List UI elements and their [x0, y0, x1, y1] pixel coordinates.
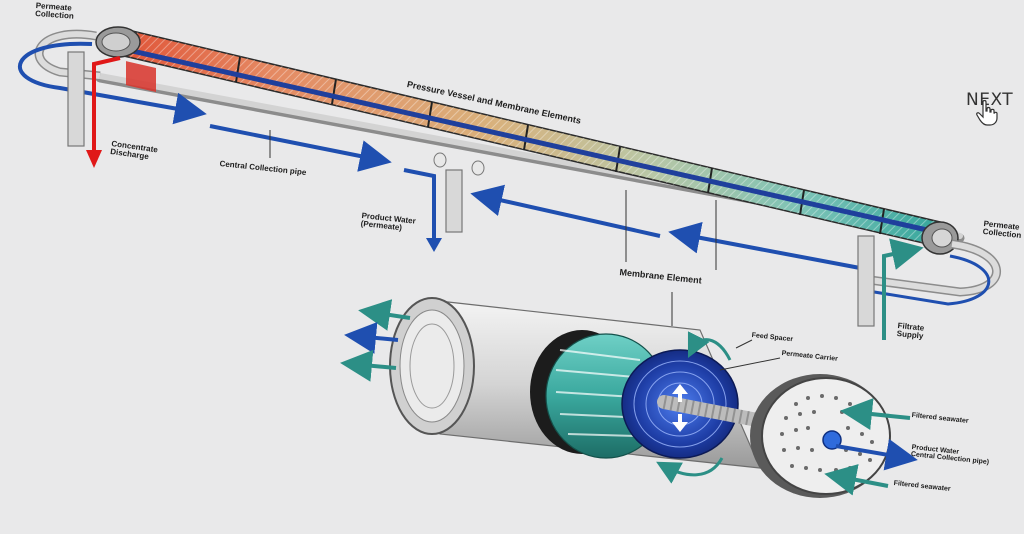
vessel-hatching: [124, 30, 940, 246]
next-button[interactable]: NEXT: [962, 88, 1022, 132]
filtered-seawater-in-arrow-2: [824, 464, 889, 496]
feed-flow-arrow-bottom: [656, 457, 724, 484]
concentrate-discharge-arrow: [92, 56, 121, 152]
pressure-vessel-assembly: [17, 26, 1001, 340]
core-flow-arrow-down: [672, 414, 688, 432]
label-filtrate-supply: Filtrate Supply: [896, 321, 925, 342]
pointer-hand-icon: [976, 100, 998, 126]
filtrate-supply-arrow: [882, 238, 924, 340]
right-permeate-flow: [861, 254, 991, 306]
next-label: NEXT: [966, 90, 1014, 110]
left-vertical-pipe: [67, 51, 85, 147]
return-flow-arrow-right: [668, 221, 861, 270]
label-permeate-collection-left: Permeate Collection: [34, 1, 75, 22]
feed-flow-arrow-top: [687, 331, 732, 361]
membrane-cartridge: [340, 297, 918, 498]
filtered-seawater-in-arrow-1: [840, 398, 911, 430]
permeate-out-arrow: [344, 321, 399, 354]
concentrate-out-arrow-2: [340, 349, 397, 382]
left-permeate-flow-arrow: [17, 41, 207, 125]
inner-permeate-tube: [109, 43, 946, 237]
core-flow-arrow-up: [672, 384, 688, 402]
product-water-out-arrow: [835, 438, 918, 471]
return-flow-arrow-center: [470, 184, 661, 238]
concentrate-out-arrow-1: [358, 299, 411, 331]
membrane-element-bracket: [625, 190, 717, 326]
right-loop-pipe: [869, 241, 1000, 296]
product-water-arrow: [403, 168, 436, 240]
filtrate-supply-pipe: [857, 235, 875, 327]
product-water-pipe: [445, 169, 463, 233]
central-flow-arrow: [209, 124, 392, 172]
